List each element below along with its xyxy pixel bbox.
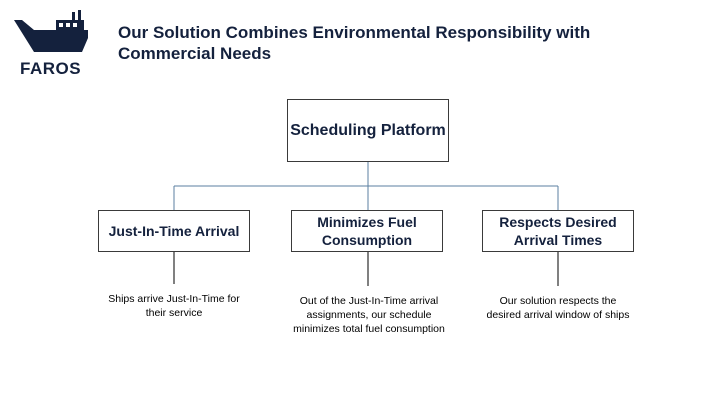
ship-icon [14,10,88,52]
child-description-fuel: Out of the Just-In-Time arrival assignme… [293,295,445,335]
child-description-arrival-times: Our solution respects the desired arriva… [486,295,630,321]
child-node-label: Minimizes Fuel Consumption [317,214,417,248]
child-node-label: Just-In-Time Arrival [108,223,240,239]
child-node-box-arrival-times: Respects Desired Arrival Times [482,210,634,252]
child-description-jit-arrival: Ships arrive Just-In-Time for their serv… [108,293,240,319]
root-node-label: Scheduling Platform [290,121,446,139]
child-node-label: Respects Desired Arrival Times [499,214,617,248]
slide-title: Our Solution Combines Environmental Resp… [118,23,591,63]
faros-logo: FAROS [12,8,92,80]
child-node-box-jit-arrival: Just-In-Time Arrival [98,210,250,252]
root-node-box: Scheduling Platform [287,99,449,162]
child-node-box-fuel: Minimizes Fuel Consumption [291,210,443,252]
logo-text: FAROS [20,59,82,78]
